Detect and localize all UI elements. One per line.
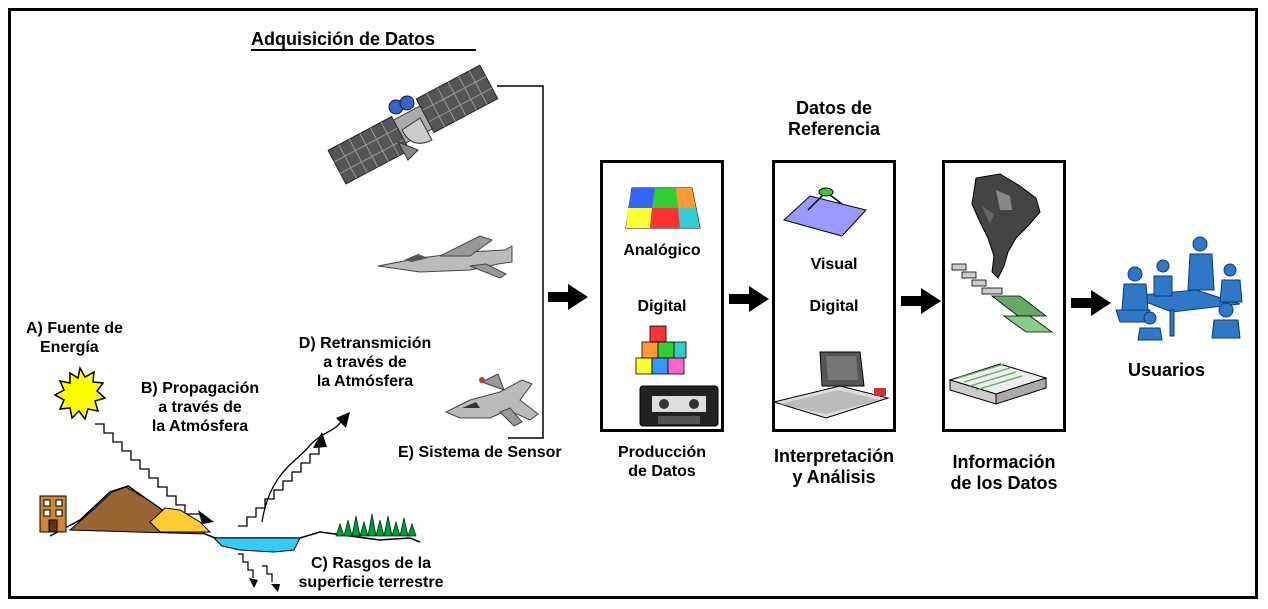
sand-dunes xyxy=(149,507,212,533)
sun-icon xyxy=(53,365,107,421)
users-label: Usuarios xyxy=(1128,360,1206,380)
blocks-icon xyxy=(635,325,687,375)
flow-arrow-3 xyxy=(901,288,941,314)
analog-label: Analógico xyxy=(623,242,701,259)
emitted-radiation-arrow xyxy=(261,412,350,523)
page-title: Adquisición de Datos xyxy=(251,29,436,49)
flow-arrow-4 xyxy=(1071,290,1111,316)
reflected-radiation-arrow xyxy=(238,432,327,527)
south-america-map-icon xyxy=(971,173,1041,279)
visual-label: Visual xyxy=(810,256,858,273)
satellite-icon xyxy=(327,64,499,185)
jet-aircraft-icon xyxy=(377,235,513,279)
digital-interpretation-label: Digital xyxy=(809,298,859,315)
flow-arrow-2 xyxy=(729,286,769,312)
report-stack-icon xyxy=(948,363,1048,405)
transmitted-radiation-arrows xyxy=(238,553,280,592)
stereoscope-map-icon xyxy=(782,187,867,237)
fighter-jet-icon xyxy=(444,373,539,427)
diagram-frame xyxy=(8,8,1258,599)
sensor-bracket xyxy=(497,85,544,439)
digital-production-label: Digital xyxy=(637,298,687,315)
vegetation-icon xyxy=(335,513,417,538)
water-body xyxy=(212,537,301,553)
flow-arrow-1 xyxy=(548,284,588,310)
puzzle-icon xyxy=(625,187,701,229)
laptop-computer-icon xyxy=(772,351,890,419)
printout-stairs-icon xyxy=(951,263,1054,333)
cassette-tape-icon xyxy=(639,385,719,427)
incident-radiation-arrow xyxy=(95,423,214,524)
terrain-illustration xyxy=(39,485,421,553)
users-meeting-icon xyxy=(1115,236,1243,341)
building-icon xyxy=(39,495,67,533)
sensor-system-label: E) Sistema de Sensor xyxy=(398,444,562,461)
